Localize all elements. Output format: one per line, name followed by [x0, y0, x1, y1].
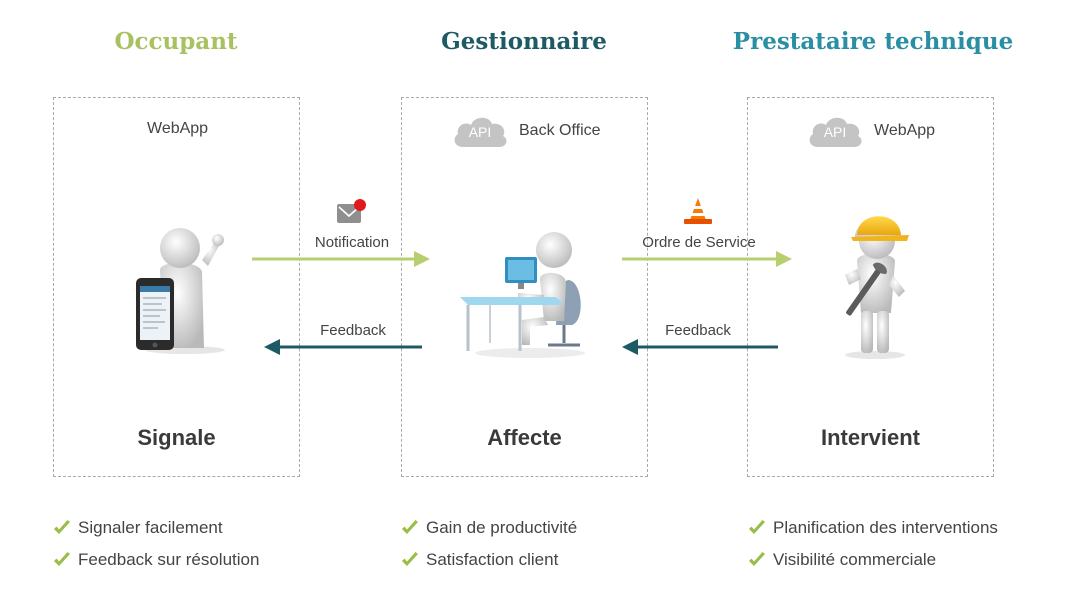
gestionnaire-box: [401, 97, 648, 477]
technician-figure: [845, 216, 909, 359]
prestataire-box: [747, 97, 994, 477]
api-cloud-icon: API: [451, 114, 509, 148]
mail-notification-icon: [337, 199, 366, 223]
list-item: Feedback sur résolution: [52, 544, 259, 576]
list-item: Visibilité commerciale: [747, 544, 998, 576]
verb-affecte: Affecte: [487, 425, 562, 450]
check-icon: [402, 520, 418, 534]
ordre-arrow: [622, 251, 792, 267]
api-label: API: [468, 124, 492, 140]
column-title-gestionnaire: Gestionnaire: [441, 28, 607, 55]
api-cloud-icon: API: [806, 114, 864, 148]
prestataire-app-label: API WebApp: [806, 114, 935, 148]
ordre-de-service-label: Ordre de Service: [642, 234, 756, 251]
app-name: Back Office: [519, 122, 601, 139]
app-name: WebApp: [147, 120, 209, 137]
check-icon: [54, 552, 70, 566]
notification-label: Notification: [314, 234, 390, 251]
benefit-text: Satisfaction client: [426, 550, 559, 569]
gestionnaire-benefits: Gain de productivité Satisfaction client: [400, 512, 577, 576]
occupant-phone-figure: [136, 228, 225, 354]
verb-intervient: Intervient: [820, 425, 921, 450]
occupant-benefits: Signaler facilement Feedback sur résolut…: [52, 512, 259, 576]
feedback-arrow-2: [622, 339, 778, 355]
feedback-arrow-1: [264, 339, 422, 355]
benefit-text: Planification des interventions: [773, 518, 998, 537]
feedback-label-1: Feedback: [320, 322, 386, 339]
check-icon: [749, 552, 765, 566]
check-icon: [402, 552, 418, 566]
list-item: Planification des interventions: [747, 512, 998, 544]
list-item: Gain de productivité: [400, 512, 577, 544]
column-title-occupant: Occupant: [114, 28, 238, 55]
list-item: Satisfaction client: [400, 544, 577, 576]
benefit-text: Signaler facilement: [78, 518, 223, 537]
benefit-text: Visibilité commerciale: [773, 550, 937, 569]
occupant-app-label: WebApp: [147, 120, 208, 138]
feedback-label-2: Feedback: [665, 322, 731, 339]
verb-signale: Signale: [137, 425, 216, 450]
prestataire-benefits: Planification des interventions Visibili…: [747, 512, 998, 576]
check-icon: [749, 520, 765, 534]
occupant-box: [53, 97, 300, 477]
notification-arrow: [252, 251, 430, 267]
traffic-cone-icon: [684, 198, 712, 224]
benefit-text: Feedback sur résolution: [78, 550, 260, 569]
column-title-prestataire: Prestataire technique: [732, 28, 1014, 55]
list-item: Signaler facilement: [52, 512, 259, 544]
gestionnaire-desk-figure: [460, 232, 585, 358]
app-name: WebApp: [874, 122, 936, 139]
benefit-text: Gain de productivité: [426, 518, 578, 537]
api-label: API: [823, 124, 847, 140]
check-icon: [54, 520, 70, 534]
gestionnaire-app-label: API Back Office: [451, 114, 601, 148]
